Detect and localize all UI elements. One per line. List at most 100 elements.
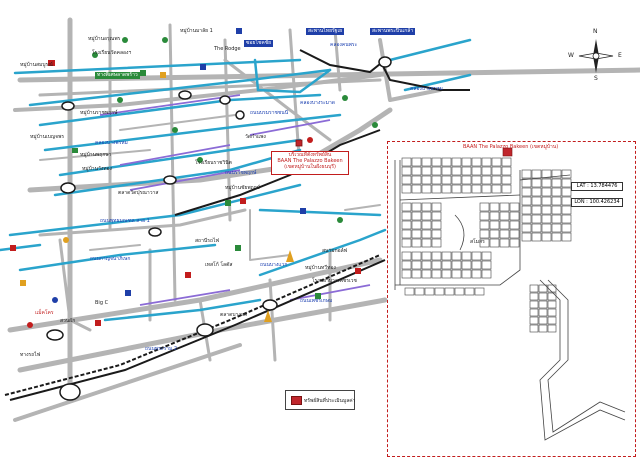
lot-parcel — [421, 260, 432, 270]
lot-parcel — [489, 220, 500, 230]
lot-parcel — [471, 157, 482, 167]
place-label: สนามกอล์ฟ — [322, 248, 348, 254]
lot-parcel — [451, 269, 462, 279]
lot-parcel — [424, 287, 435, 296]
place-label: หมู่บ้านวังทอง — [82, 166, 112, 172]
lot-parcel — [479, 202, 490, 212]
lot-parcel — [421, 202, 432, 212]
sign-bridge: สะพานไทยรัฐเย — [306, 28, 345, 35]
lot-parcel — [401, 166, 412, 176]
lot-parcel — [501, 166, 512, 176]
interchanges — [46, 56, 392, 401]
compass-icon — [578, 39, 614, 73]
lot-parcel — [441, 260, 452, 270]
lot-parcel — [441, 166, 452, 176]
inset-center-label: สโมสร — [470, 239, 485, 245]
lot-parcel — [491, 157, 502, 167]
place-label: หมู่บ้านสมบูรณ์ — [20, 62, 53, 68]
lot-parcel — [421, 251, 432, 261]
subdivision-inset: BAAN The Palazzo Bakeen (เขตหมู่บ้าน) สโ… — [387, 141, 636, 457]
lot-parcel — [547, 300, 557, 309]
lot-parcel — [471, 166, 482, 176]
lot-parcel — [431, 238, 442, 248]
lot-parcel — [481, 175, 492, 185]
lot-parcel — [489, 229, 500, 239]
compass-w: W — [568, 52, 574, 59]
lot-parcel — [521, 196, 532, 206]
sign-pinklao: สะพานพระปิ่นเกล้า — [370, 28, 416, 35]
lot-parcel — [461, 184, 472, 194]
lot-parcel — [471, 251, 482, 261]
lot-parcel — [474, 287, 485, 296]
lot-parcel — [401, 184, 412, 194]
lot-parcel — [411, 229, 422, 239]
lot-parcel — [529, 308, 539, 317]
lot-parcel — [401, 175, 412, 185]
lot-parcel — [411, 238, 422, 248]
lot-parcel — [547, 324, 557, 333]
lot-parcel — [489, 211, 500, 221]
lot-parcel — [509, 211, 520, 221]
lot-parcel — [529, 300, 539, 309]
lot-parcel — [471, 260, 482, 270]
lot-parcel — [444, 287, 455, 296]
place-label: เทสโก้ โลตัส — [205, 262, 233, 268]
lot-parcel — [479, 220, 490, 230]
lot-parcel — [479, 229, 490, 239]
lot-parcel — [401, 251, 412, 261]
lot-parcel — [431, 175, 442, 185]
compass-n: N — [593, 28, 598, 35]
lot-parcel — [541, 205, 552, 215]
lot-parcel — [411, 175, 422, 185]
project-line-1: บริเวณที่ตั้งทรัพย์สิน — [288, 152, 332, 158]
lot-parcel — [411, 220, 422, 230]
lot-parcel — [541, 232, 552, 242]
lot-parcel — [441, 184, 452, 194]
place-label: คลองบางระมาด — [300, 100, 335, 106]
lot-parcel — [441, 269, 452, 279]
lot-parcel — [491, 166, 502, 176]
lot-parcel — [441, 157, 452, 167]
lot-parcel — [561, 205, 572, 215]
lot-parcel — [411, 166, 422, 176]
lot-parcel — [421, 220, 432, 230]
lot-parcel — [461, 157, 472, 167]
lot-parcel — [411, 269, 422, 279]
lot-parcel — [561, 232, 572, 242]
lot-parcel — [451, 184, 462, 194]
lot-parcel — [521, 187, 532, 197]
lot-parcel — [421, 166, 432, 176]
lot-parcel — [561, 214, 572, 224]
place-label: ทางรถไฟ — [20, 352, 41, 358]
lon-box: LON : 100.426234 — [571, 198, 623, 207]
inset-plan — [394, 147, 626, 441]
lot-parcel — [531, 187, 542, 197]
lot-parcel — [479, 211, 490, 221]
lot-parcel — [551, 232, 562, 242]
lot-parcel — [434, 287, 445, 296]
lot-parcel — [481, 157, 492, 167]
lot-parcel — [451, 175, 462, 185]
lot-parcel — [541, 169, 552, 179]
lot-parcel — [431, 220, 442, 230]
lot-parcel — [538, 300, 548, 309]
lot-parcel — [547, 316, 557, 325]
lot-parcel — [481, 251, 492, 261]
lot-parcel — [521, 169, 532, 179]
place-label: หมู่บ้านราชพฤกษ์ — [80, 110, 118, 116]
compass-e: E — [618, 52, 622, 59]
lot-parcel — [531, 223, 542, 233]
lot-parcel — [499, 202, 510, 212]
lot-parcel — [431, 251, 442, 261]
lot-parcel — [521, 232, 532, 242]
lot-parcel — [541, 178, 552, 188]
place-label: ตลาดวัดปุรณาวาส — [118, 190, 159, 196]
lot-parcel — [499, 220, 510, 230]
lot-parcel — [421, 229, 432, 239]
place-label: หมู่บ้านมาลัย 1 — [180, 28, 213, 34]
lot-parcel — [538, 284, 548, 293]
lot-parcel — [431, 269, 442, 279]
lot-parcel — [501, 184, 512, 194]
place-label: ถนนพุทธมณฑล สาย 1 — [100, 218, 150, 224]
